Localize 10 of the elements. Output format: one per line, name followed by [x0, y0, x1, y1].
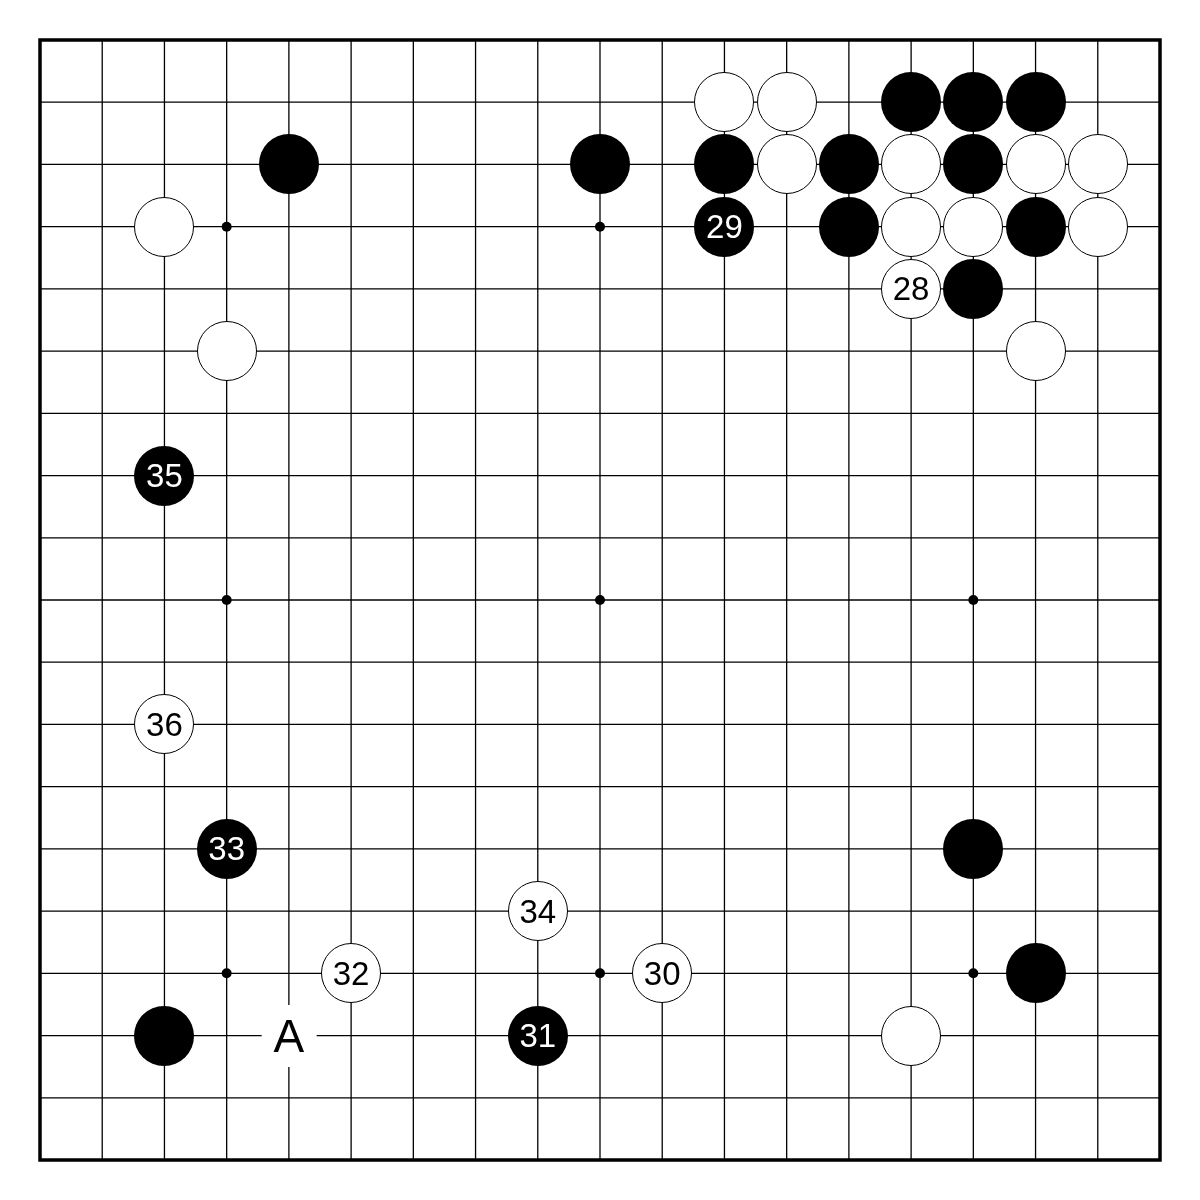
move-number: 31 [519, 1019, 557, 1053]
move-number: 30 [643, 956, 681, 990]
move-number: 32 [332, 956, 370, 990]
move-number: 33 [208, 832, 245, 866]
move-number: 36 [146, 707, 183, 741]
point-label: A [261, 1004, 317, 1067]
move-number: 35 [146, 459, 183, 493]
move-number: 29 [706, 210, 743, 244]
move-number: 34 [519, 894, 557, 928]
move-number: 28 [892, 272, 930, 306]
